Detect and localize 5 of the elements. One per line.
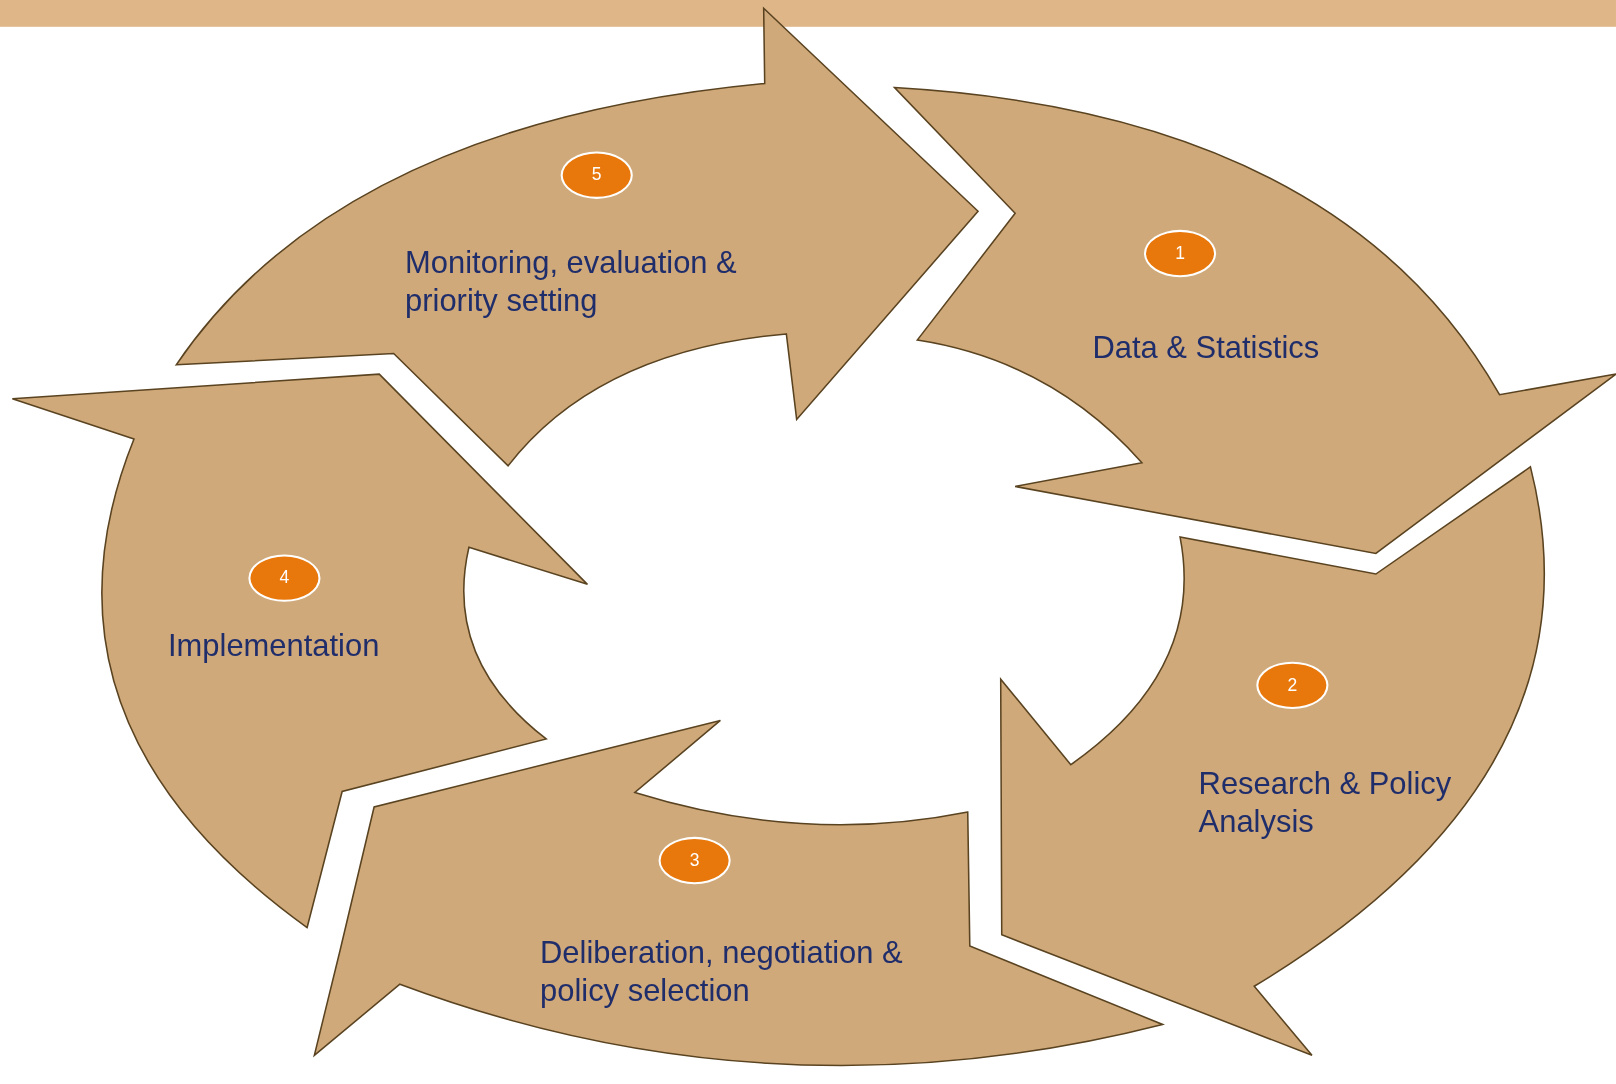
step-label: Data & Statistics <box>1092 328 1320 366</box>
step-label: Monitoring, evaluation & priority setting <box>405 244 738 320</box>
step-label: Implementation <box>168 627 380 665</box>
step-label: Research & Policy Analysis <box>1198 764 1453 840</box>
step-label: Deliberation, negotiation & policy selection <box>540 933 904 1009</box>
